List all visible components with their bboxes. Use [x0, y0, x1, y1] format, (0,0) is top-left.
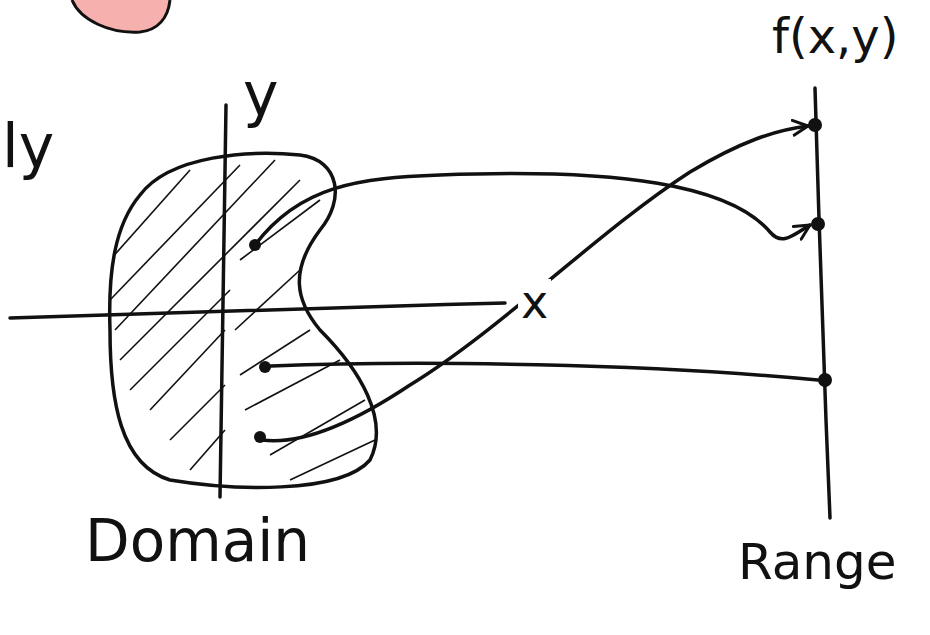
pink-blob [72, 0, 170, 32]
range-point [811, 217, 825, 231]
domain-point [259, 361, 271, 373]
node-label: Range [738, 537, 896, 587]
axis-label: ly [2, 116, 54, 176]
range-axis [815, 88, 830, 518]
axis-label: x [518, 279, 551, 325]
range-point [818, 373, 832, 387]
node-label: f(x,y) [772, 12, 898, 60]
domain-region: Domain [80, 100, 385, 595]
range-point [808, 118, 822, 132]
x-axis [10, 303, 505, 318]
domain-point [254, 431, 266, 443]
hatching [110, 160, 375, 480]
domain-point [249, 239, 261, 251]
mapping-arrow [262, 126, 808, 441]
domain-outline [110, 153, 377, 487]
axis-label: y [243, 64, 279, 124]
y-axis [220, 105, 226, 497]
range-axis-group: f(x,y) Range [735, 10, 925, 610]
node-outline [735, 10, 925, 610]
pink-blob-outline [72, 0, 170, 32]
node-label: Domain [85, 512, 310, 570]
mapping-arrow [255, 173, 810, 245]
